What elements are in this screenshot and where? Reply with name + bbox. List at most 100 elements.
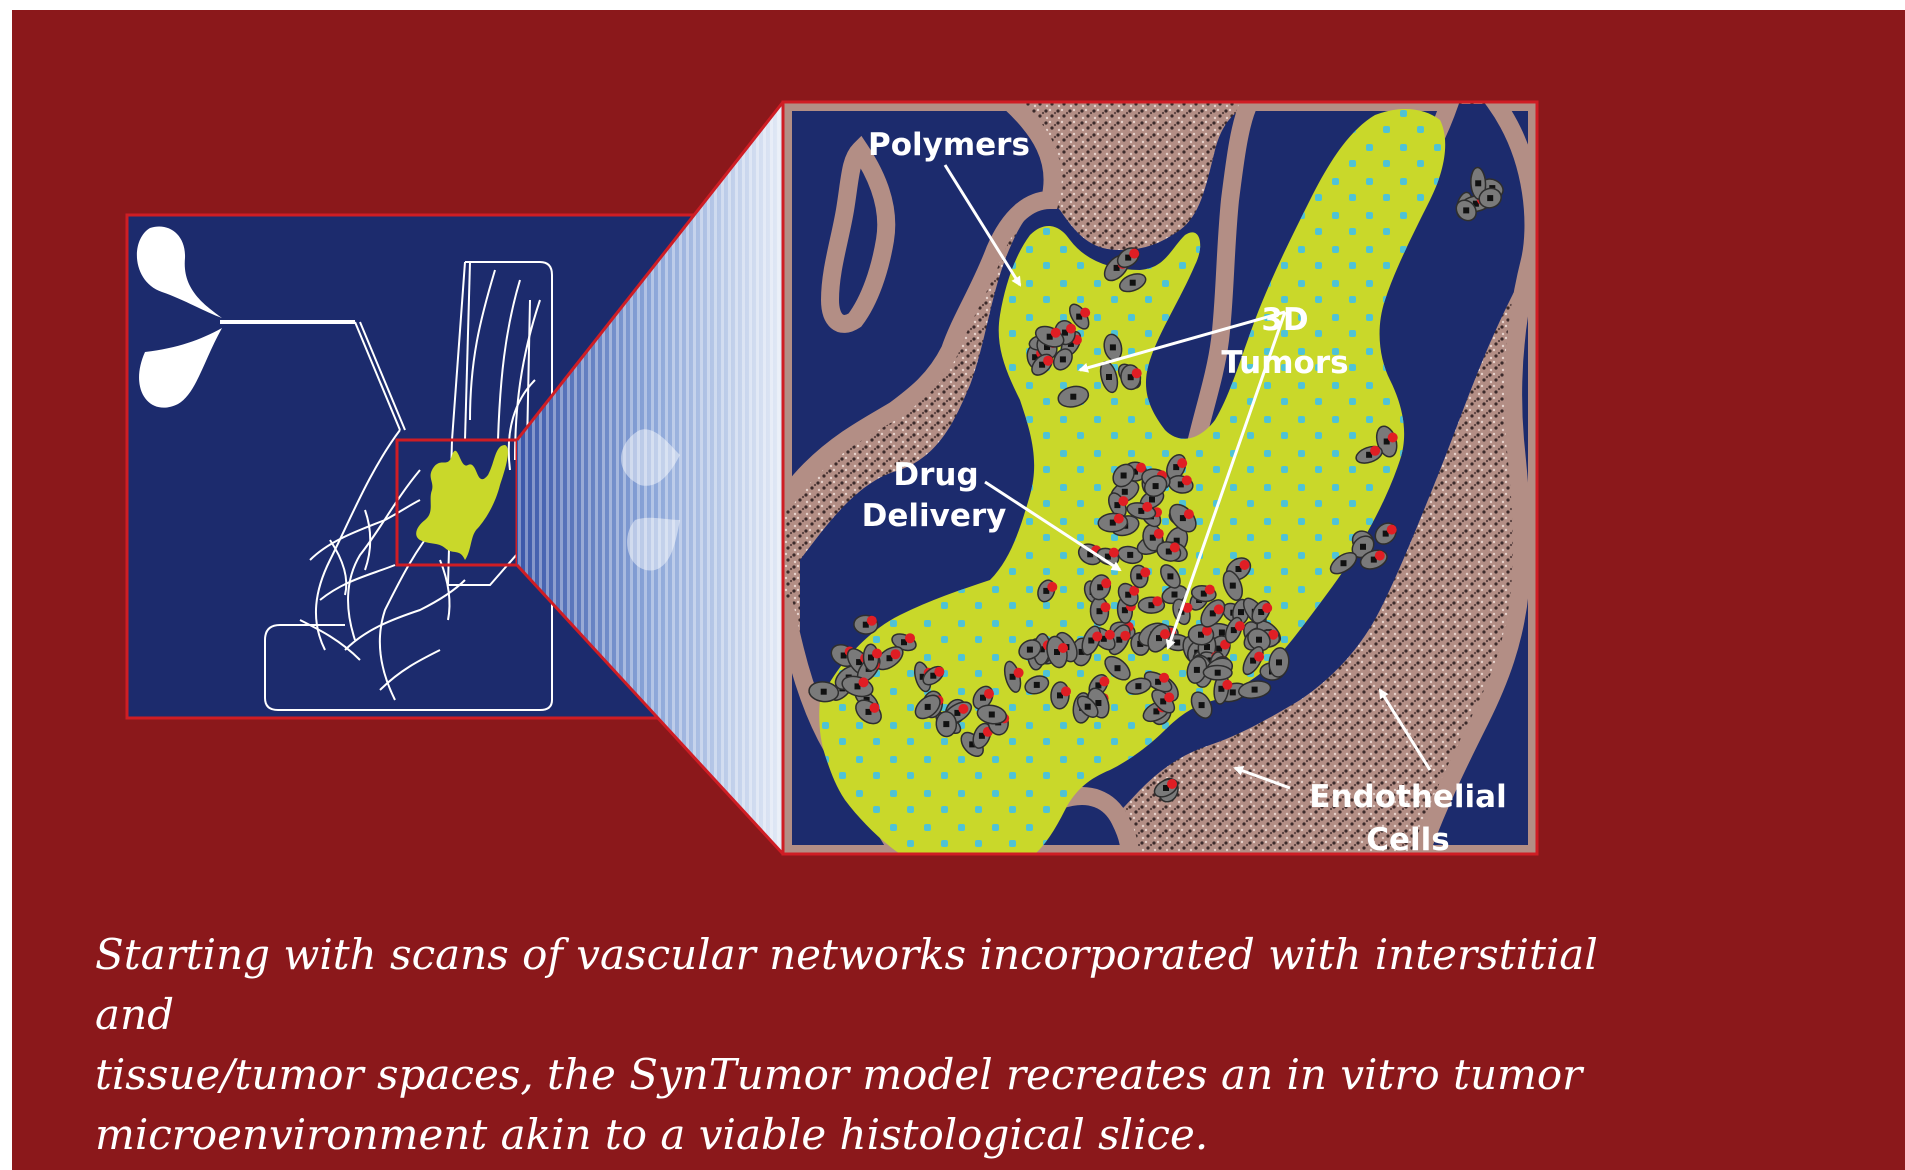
cell-nucleus <box>1235 566 1242 572</box>
cell-nucleus <box>980 694 986 701</box>
cell-nucleus <box>1370 556 1377 563</box>
cell-nucleus <box>1230 627 1237 634</box>
cell-nucleus <box>868 654 874 661</box>
drug-particle <box>1254 651 1265 662</box>
endothelial-label-line1: Endothelial <box>1309 779 1506 815</box>
cell-nucleus <box>1218 685 1225 692</box>
drug-particle <box>1129 585 1140 596</box>
cell-nucleus <box>1132 468 1138 475</box>
cell-nucleus <box>1046 333 1053 340</box>
cell-nucleus <box>1193 666 1200 673</box>
cell-nucleus <box>1383 438 1390 445</box>
cell-nucleus <box>1149 534 1156 541</box>
cell-nucleus <box>1033 681 1040 688</box>
cell-nucleus <box>1209 610 1216 617</box>
drug-particle <box>866 615 877 626</box>
caption-line: tissue/tumor spaces, the SynTumor model … <box>95 1050 1583 1099</box>
cell-nucleus <box>1153 708 1160 715</box>
drug-particle <box>1099 676 1110 687</box>
cell-nucleus <box>1256 636 1262 643</box>
drug-particle <box>984 688 994 699</box>
cell-nucleus <box>1104 553 1111 560</box>
drug-particle <box>1202 625 1212 636</box>
drug-particle <box>1374 550 1385 561</box>
drug-particle <box>1108 547 1119 558</box>
polymers-arrow <box>943 164 1022 287</box>
cell-nucleus <box>924 703 931 710</box>
cell-nucleus <box>1070 393 1077 400</box>
cell-nucleus <box>1137 640 1144 647</box>
cell-nucleus <box>1106 374 1112 380</box>
cell-nucleus <box>820 688 827 695</box>
drug-particle <box>1129 248 1140 259</box>
cell-nucleus <box>1116 636 1123 643</box>
cell-nucleus <box>1173 537 1180 544</box>
cell-nucleus <box>886 655 893 662</box>
cell-nucleus <box>1171 591 1178 598</box>
cell-nucleus <box>1149 496 1155 503</box>
drug-particle <box>890 649 901 660</box>
drug-particle <box>1101 578 1112 589</box>
drug-particle <box>1222 679 1233 690</box>
cell-nucleus <box>854 683 861 690</box>
cell-nucleus <box>1204 644 1210 650</box>
tumor-cell-cluster <box>808 166 1504 803</box>
drug-particle <box>1061 686 1071 697</box>
cell-nucleus <box>1198 702 1205 709</box>
cell-nucleus <box>943 721 950 728</box>
cell-nucleus <box>1229 582 1236 589</box>
cell-nucleus <box>856 659 863 666</box>
drug-particle <box>1386 524 1397 535</box>
drug-particle <box>1153 528 1164 539</box>
drug-particle <box>1013 667 1024 678</box>
cell-nucleus <box>1155 678 1162 685</box>
cell-nucleus <box>1276 659 1282 666</box>
drug-particle <box>1092 631 1103 642</box>
cell-nucleus <box>1198 631 1204 638</box>
cell-nucleus <box>1136 573 1143 580</box>
cell-nucleus <box>1078 648 1085 655</box>
cell-nucleus <box>1114 665 1121 672</box>
cell-nucleus <box>1167 573 1174 580</box>
drug-particle <box>1239 560 1250 570</box>
drug-particle <box>1159 672 1170 683</box>
drug-particle <box>1167 779 1177 789</box>
cell-nucleus <box>1127 374 1134 381</box>
drug-particle <box>1066 323 1076 334</box>
drug-particle <box>1177 458 1188 469</box>
drug-particle <box>1387 432 1398 443</box>
drug-particle <box>1047 581 1058 592</box>
drug-particle <box>1113 513 1124 524</box>
drug-label-line1: Drug <box>893 457 978 493</box>
cell-nucleus <box>1173 464 1180 471</box>
drug-particle <box>1164 692 1175 703</box>
cell-nucleus <box>1038 646 1045 653</box>
trifurcation-inlet-icon <box>136 226 355 408</box>
drug-particle <box>1169 542 1180 553</box>
drug-particle <box>1100 602 1111 613</box>
cell-nucleus <box>978 732 985 739</box>
endothelial-arrow-1 <box>1378 688 1432 771</box>
caption-line: Starting with scans of vascular networks… <box>95 930 1598 1039</box>
cell-nucleus <box>1059 356 1066 363</box>
cell-nucleus <box>1057 692 1063 699</box>
cell-nucleus <box>1087 551 1094 558</box>
cell-nucleus <box>1043 587 1050 594</box>
cell-nucleus <box>901 639 907 646</box>
cell-nucleus <box>1084 703 1091 710</box>
drug-particle <box>1104 629 1115 640</box>
endothelial-arrow-2 <box>1233 766 1291 790</box>
drug-particle <box>1183 509 1194 520</box>
drug-particle <box>1142 501 1153 512</box>
cell-nucleus <box>919 673 926 680</box>
cell-nucleus <box>1113 264 1120 271</box>
cell-nucleus <box>1382 530 1389 537</box>
drug-particle <box>1080 307 1091 318</box>
drug-particle <box>869 702 880 713</box>
cell-nucleus <box>1229 689 1236 696</box>
cell-nucleus <box>1088 637 1095 644</box>
cell-nucleus <box>930 672 937 679</box>
cell-nucleus <box>1096 608 1103 615</box>
cell-nucleus <box>865 708 872 715</box>
